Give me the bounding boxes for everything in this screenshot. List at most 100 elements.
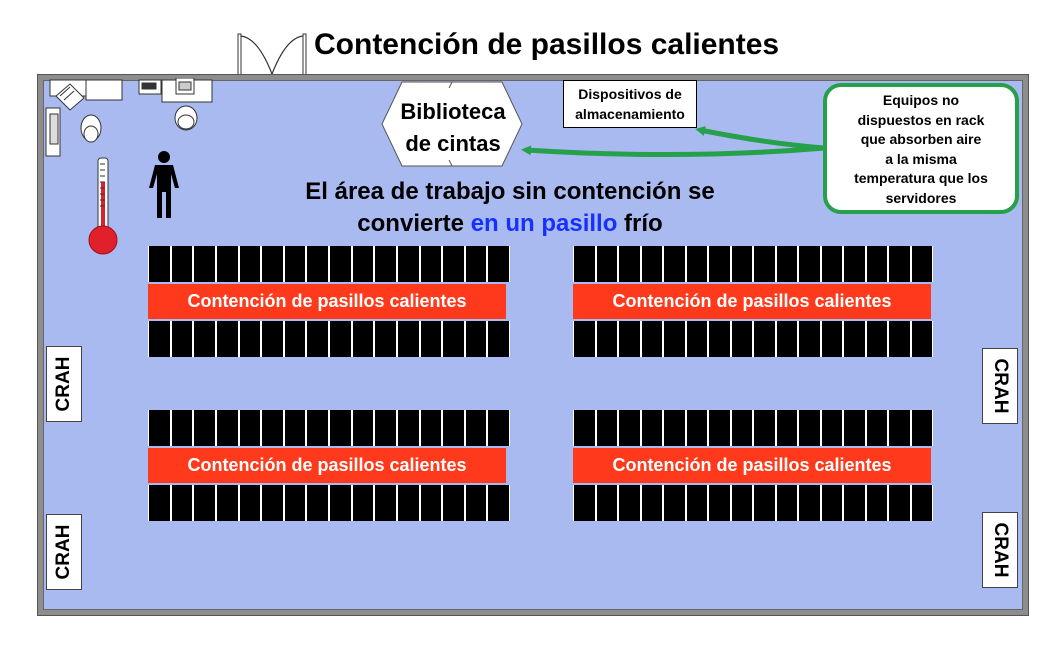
rack-row: [148, 246, 510, 282]
rack-cabinet: [374, 321, 397, 357]
hot-aisle-containment: Contención de pasillos calientes: [148, 448, 506, 483]
work-area-prefix: convierte: [357, 210, 471, 237]
rack-row: [573, 410, 933, 446]
rack-row: [148, 321, 510, 357]
rack-cabinet: [685, 410, 708, 446]
rack-cabinet: [640, 321, 663, 357]
rack-cabinet: [663, 246, 686, 282]
rack-cabinet: [148, 410, 171, 446]
rack-cabinet: [730, 321, 753, 357]
rack-cabinet: [306, 321, 329, 357]
rack-cabinet: [487, 410, 510, 446]
storage-devices-line2: almacenamiento: [575, 106, 685, 122]
crah-unit: CRAH: [46, 514, 82, 590]
rack-cabinet: [396, 246, 420, 282]
rack-cabinet: [618, 321, 641, 357]
tape-library-label: Biblioteca de cintas: [388, 96, 518, 160]
rack-cabinet: [865, 410, 888, 446]
rack-cabinet: [888, 485, 911, 521]
rack-cabinet: [843, 410, 866, 446]
rack-cabinet: [730, 485, 753, 521]
rack-cabinet: [798, 485, 821, 521]
rack-cabinet: [283, 485, 307, 521]
rack-cabinet: [685, 246, 708, 282]
rack-cabinet: [170, 410, 194, 446]
rack-cabinet: [820, 485, 843, 521]
rack-cabinet: [329, 410, 352, 446]
rack-cabinet: [487, 485, 510, 521]
rack-cabinet: [843, 485, 866, 521]
rack-cabinet: [283, 321, 307, 357]
rack-row: [573, 321, 933, 357]
rack-cabinet: [730, 410, 753, 446]
callout-line: Equipos no: [882, 92, 960, 108]
rack-cabinet: [618, 410, 641, 446]
crah-label: CRAH: [990, 522, 1011, 578]
crah-label: CRAH: [53, 524, 74, 580]
rack-cabinet: [753, 410, 776, 446]
hot-aisle-containment: Contención de pasillos calientes: [573, 284, 931, 319]
rack-cabinet: [306, 246, 329, 282]
rack-cabinet: [843, 321, 866, 357]
rack-cabinet: [775, 321, 798, 357]
hot-aisle-containment: Contención de pasillos calientes: [148, 284, 506, 319]
rack-cabinet: [798, 246, 821, 282]
rack-cabinet: [573, 485, 596, 521]
rack-cabinet: [351, 321, 375, 357]
rack-cabinet: [708, 485, 731, 521]
rack-cabinet: [148, 321, 171, 357]
rack-cabinet: [820, 410, 843, 446]
work-area-highlight: en un pasillo: [470, 210, 618, 237]
rack-cabinet: [306, 485, 329, 521]
rack-cabinet: [708, 410, 731, 446]
rack-cabinet: [193, 410, 216, 446]
rack-cabinet: [396, 410, 420, 446]
crah-label: CRAH: [53, 356, 74, 412]
rack-cabinet: [442, 246, 465, 282]
rack-cabinet: [329, 321, 352, 357]
rack-cabinet: [775, 246, 798, 282]
rack-cabinet: [283, 246, 307, 282]
rack-cabinet: [170, 485, 194, 521]
rack-cabinet: [238, 410, 262, 446]
rack-cabinet: [910, 246, 933, 282]
green-arrow-icon: [521, 126, 826, 158]
rack-cabinet: [351, 485, 375, 521]
crah-unit: CRAH: [982, 348, 1018, 424]
rack-cabinet: [888, 410, 911, 446]
crah-label: CRAH: [990, 358, 1011, 414]
work-area-line2: convierte en un pasillo frío: [250, 208, 770, 240]
rack-cabinet: [306, 410, 329, 446]
rack-cabinet: [843, 246, 866, 282]
storage-devices-box: Dispositivos de almacenamiento: [563, 80, 697, 128]
rack-cabinet: [595, 410, 618, 446]
rack-cabinet: [663, 485, 686, 521]
rack-cabinet: [193, 246, 216, 282]
rack-cabinet: [595, 321, 618, 357]
rack-cabinet: [419, 485, 443, 521]
rack-cabinet: [396, 485, 420, 521]
rack-cabinet: [798, 321, 821, 357]
rack-cabinet: [419, 246, 443, 282]
work-area-line1: El área de trabajo sin contención se: [305, 178, 715, 205]
rack-cabinet: [419, 321, 443, 357]
rack-row: [573, 485, 933, 521]
rack-cabinet: [685, 321, 708, 357]
callout-line: servidores: [885, 189, 957, 206]
rack-cabinet: [148, 485, 171, 521]
rack-cabinet: [351, 246, 375, 282]
rack-cabinet: [775, 410, 798, 446]
rack-cabinet: [663, 410, 686, 446]
rack-cabinet: [148, 246, 171, 282]
work-area-suffix: frío: [617, 210, 663, 237]
person-icon: [149, 151, 179, 218]
rack-cabinet: [573, 321, 596, 357]
rack-cabinet: [910, 485, 933, 521]
office-desk-icon: [45, 78, 213, 157]
rack-row: [148, 410, 510, 446]
callout-line: dispuestos en rack: [857, 111, 985, 128]
rack-cabinet: [753, 321, 776, 357]
rack-cabinet: [618, 485, 641, 521]
rack-cabinet: [865, 485, 888, 521]
rack-row: [148, 485, 510, 521]
